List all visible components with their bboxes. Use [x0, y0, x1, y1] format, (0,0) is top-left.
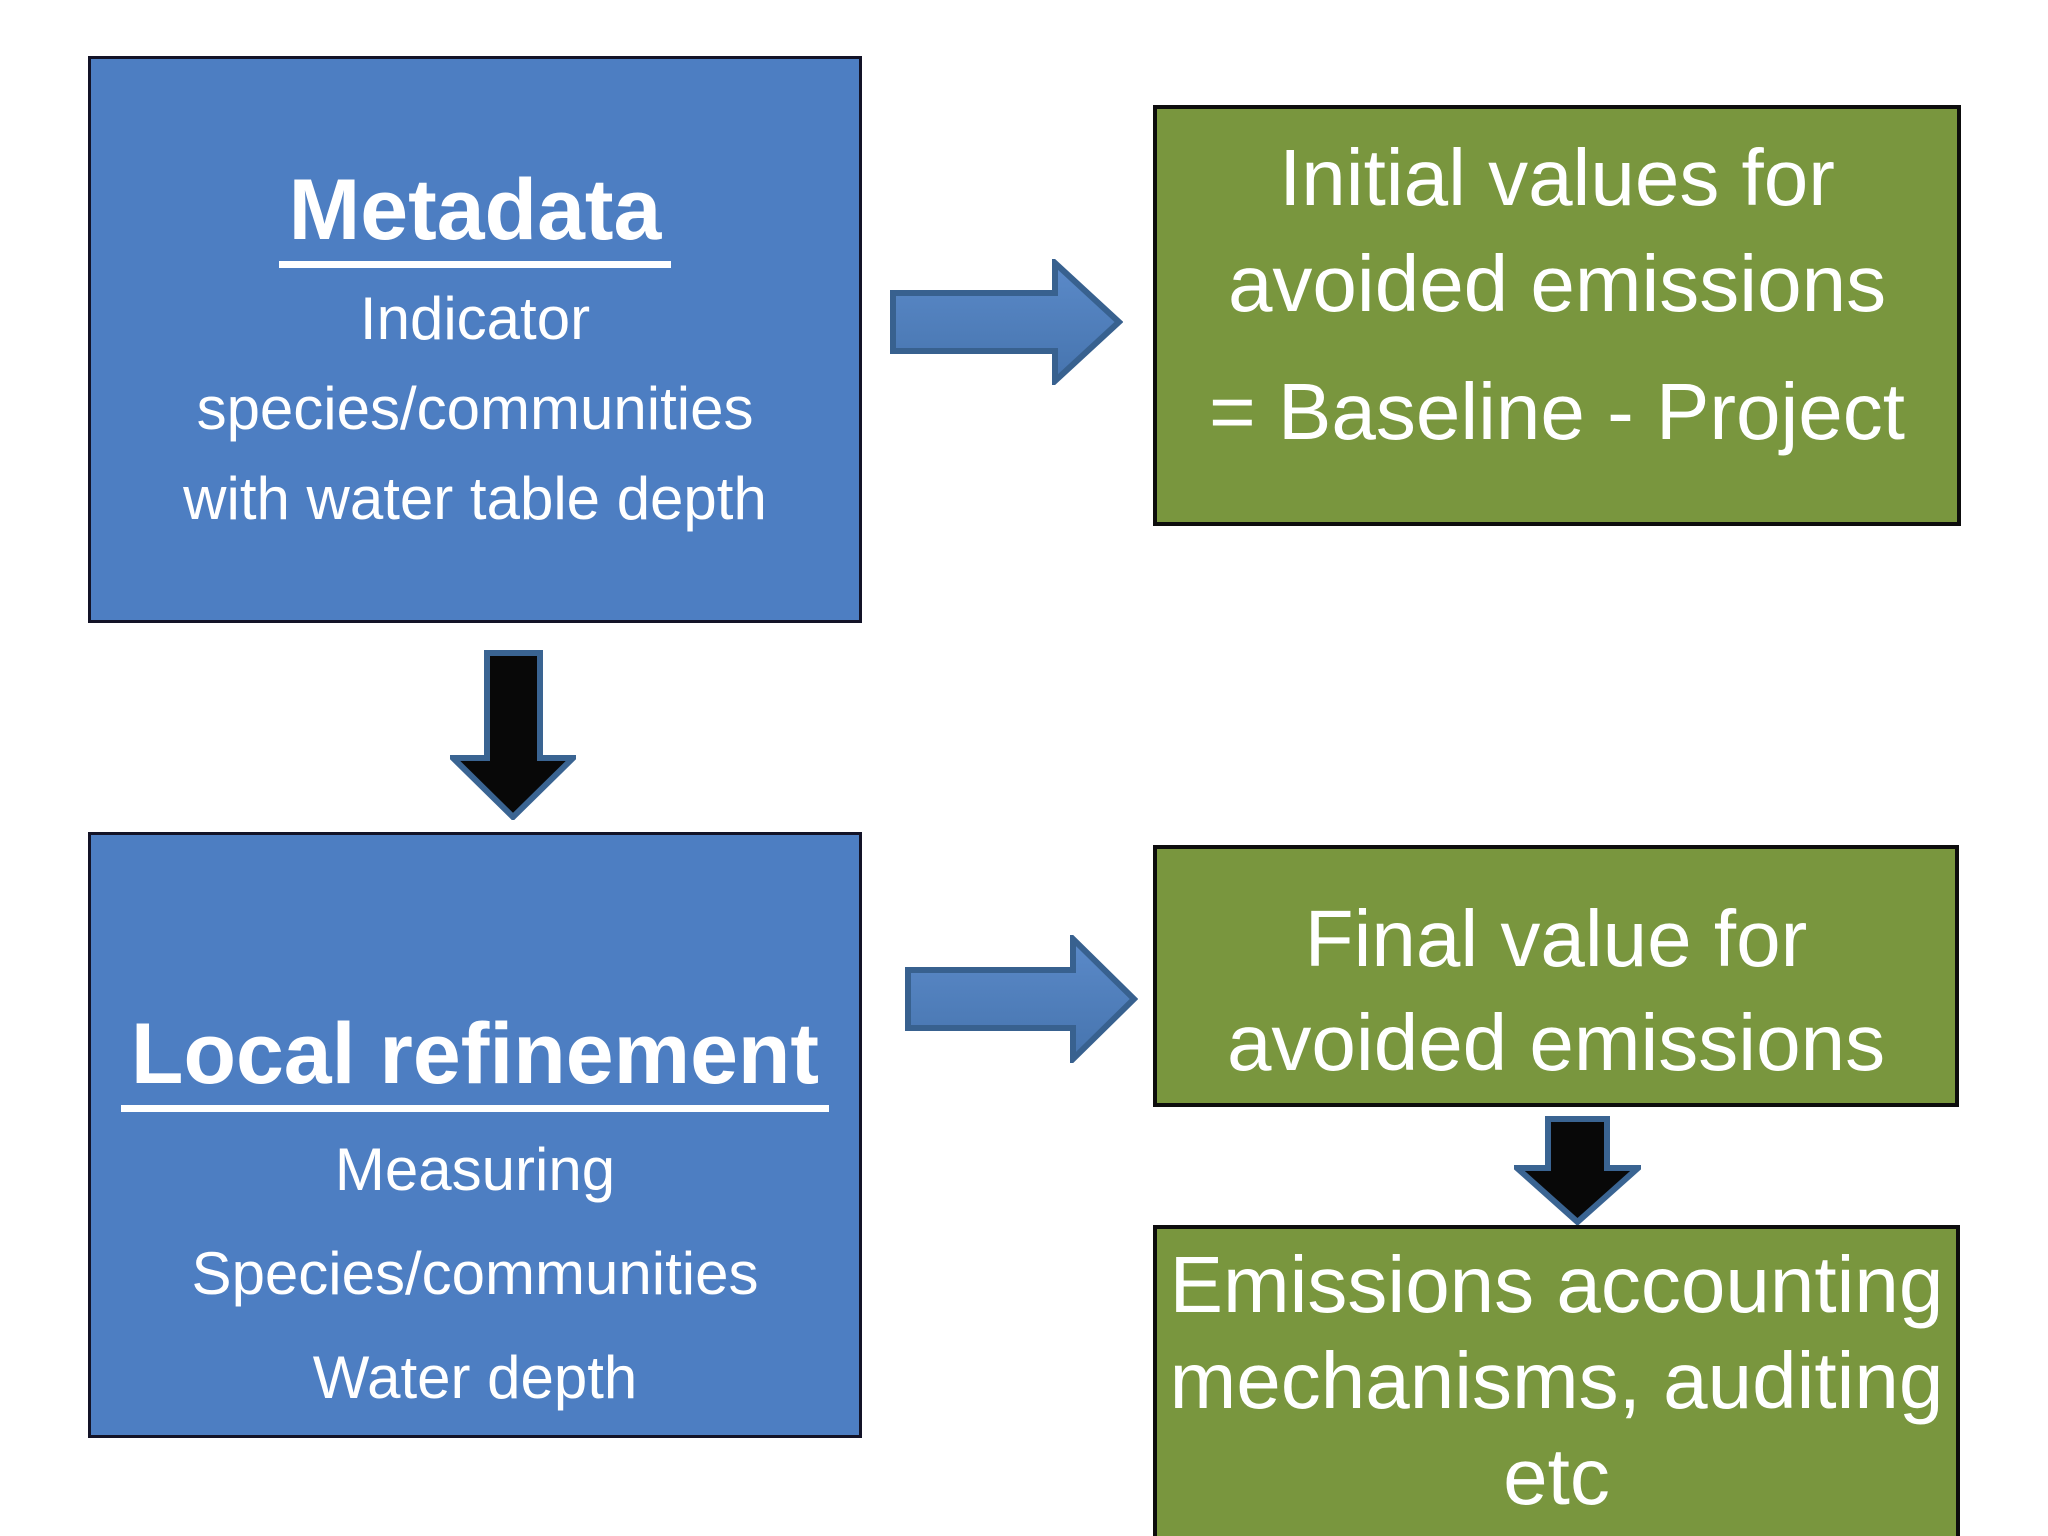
emissions-accounting-line: Emissions accounting: [1169, 1240, 1944, 1329]
initial-values-box: Initial values for avoided emissions = B…: [1153, 105, 1961, 526]
local-refinement-line: Species/communities: [191, 1240, 759, 1307]
local-refinement-box: Local refinement Measuring Species/commu…: [88, 832, 862, 1438]
metadata-body: Indicator species/communities with water…: [183, 274, 767, 544]
arrow-right-icon: [890, 259, 1123, 385]
final-value-line: avoided emissions: [1226, 998, 1886, 1087]
initial-values-formula: = Baseline - Project: [1209, 367, 1905, 456]
local-refinement-line: Water depth: [312, 1344, 638, 1411]
arrow-right-icon: [905, 935, 1138, 1063]
arrow-down-icon: [1514, 1116, 1641, 1225]
metadata-line: species/communities: [196, 375, 754, 442]
local-refinement-title: Local refinement: [120, 1011, 830, 1112]
emissions-accounting-line: mechanisms, auditing: [1169, 1336, 1944, 1425]
metadata-title: Metadata: [278, 167, 672, 268]
emissions-accounting-line: etc: [1503, 1432, 1610, 1521]
metadata-box: Metadata Indicator species/communities w…: [88, 56, 862, 623]
initial-values-line: avoided emissions: [1227, 239, 1887, 328]
emissions-accounting-box: Emissions accounting mechanisms, auditin…: [1153, 1225, 1960, 1536]
local-refinement-line: Measuring: [334, 1136, 616, 1203]
arrow-down-icon: [450, 650, 576, 820]
final-value-line: Final value for: [1304, 894, 1808, 983]
local-refinement-body: Measuring Species/communities Water dept…: [192, 1118, 759, 1430]
metadata-line: with water table depth: [183, 465, 767, 532]
initial-values-line: Initial values for: [1279, 133, 1835, 222]
final-value-box: Final value for avoided emissions: [1153, 845, 1959, 1107]
metadata-line: Indicator: [359, 285, 591, 352]
